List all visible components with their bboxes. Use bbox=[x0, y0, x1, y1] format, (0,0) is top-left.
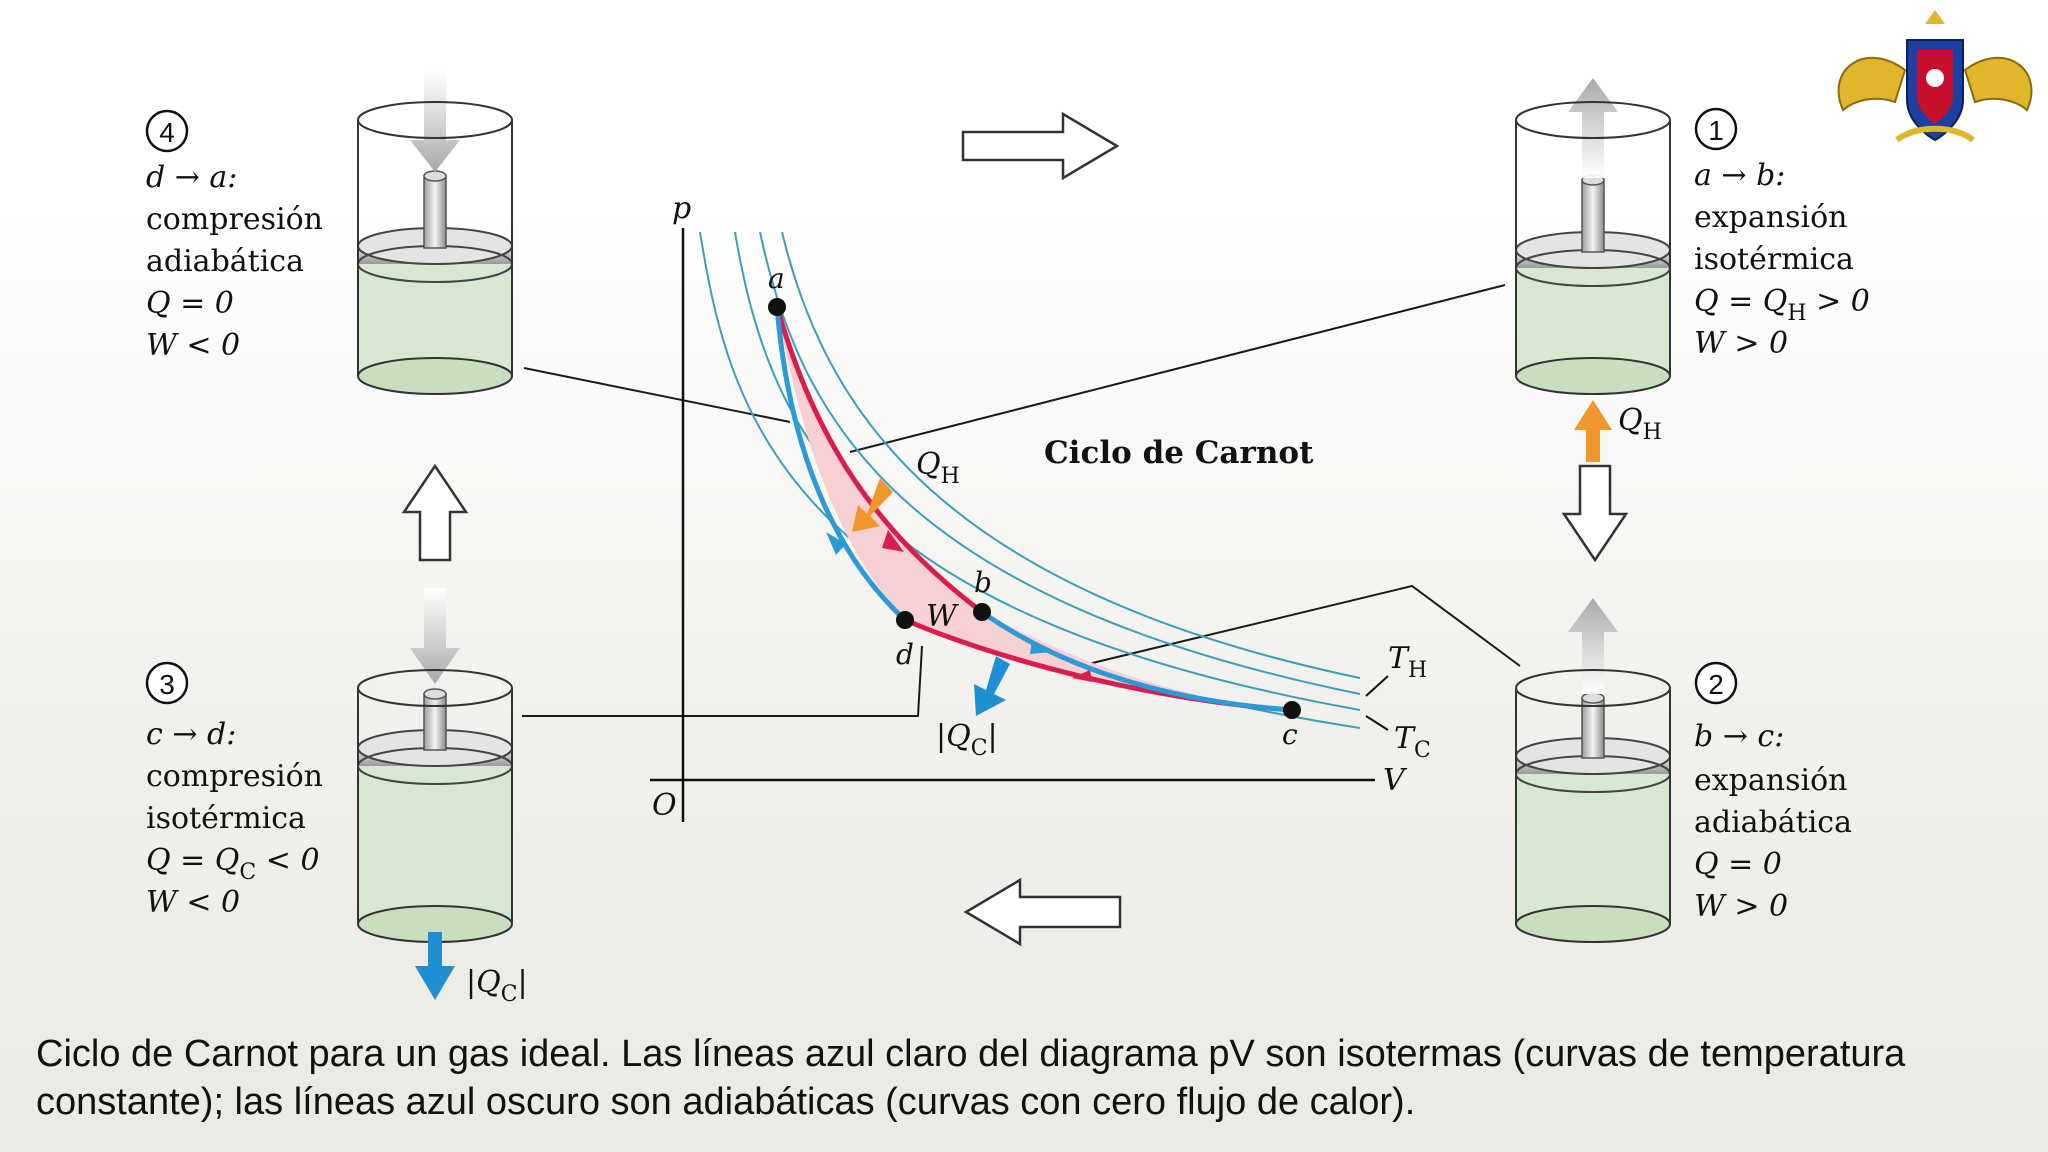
v-axis-label: V bbox=[1383, 763, 1408, 798]
leader-lines bbox=[522, 284, 1521, 717]
arrow-up-icon bbox=[401, 463, 469, 562]
stage-3-line2: isotérmica bbox=[146, 801, 306, 836]
stage-3-heat-label: |QC| bbox=[466, 965, 528, 1007]
point-c bbox=[1283, 701, 1301, 719]
stage-3-heat: Q = QC < 0 bbox=[146, 843, 320, 885]
diagram-title: Ciclo de Carnot bbox=[1044, 435, 1314, 471]
stage-4-heat: Q = 0 bbox=[146, 286, 234, 321]
adiabat-compression-path bbox=[774, 306, 907, 622]
stage-4-line1: compresión bbox=[146, 202, 323, 237]
figure-caption: Ciclo de Carnot para un gas ideal. Las l… bbox=[36, 1030, 2016, 1126]
arrow-left-icon bbox=[963, 877, 1122, 947]
cylinder-stage-2 bbox=[1515, 598, 1671, 943]
adiabat-expansion-path bbox=[980, 609, 1293, 713]
point-b bbox=[973, 603, 991, 621]
stage-2-line1: expansión bbox=[1694, 763, 1847, 798]
heat-out-stage3-arrow-icon bbox=[415, 932, 455, 1000]
stage-2-work: W > 0 bbox=[1694, 889, 1788, 924]
stage-1-work: W > 0 bbox=[1694, 326, 1788, 361]
cold-isotherm-label: TC bbox=[1394, 721, 1431, 763]
stage-2-heat: Q = 0 bbox=[1694, 847, 1782, 882]
point-c-label: c bbox=[1282, 718, 1298, 751]
isotherm-hot-path bbox=[774, 306, 984, 614]
university-crest-icon bbox=[1837, 10, 2033, 143]
direction-arrow-cd bbox=[1072, 670, 1092, 682]
stage-3-work: W < 0 bbox=[146, 885, 240, 920]
cylinder-stage-3 bbox=[357, 588, 513, 1000]
arrow-down-icon bbox=[1561, 464, 1629, 563]
stage-3-label: 3 c → d: compresión isotérmica Q = QC < … bbox=[145, 661, 323, 920]
heat-in-label: QH bbox=[916, 447, 960, 489]
caption-line-1: Ciclo de Carnot para un gas ideal. Las l… bbox=[36, 1033, 1906, 1075]
stage-1-process: a → b: bbox=[1694, 158, 1785, 193]
stage-4-label: 4 d → a: compresión adiabática Q = 0 W <… bbox=[145, 109, 323, 363]
heat-out-arrow-icon bbox=[974, 656, 1010, 716]
stage-1-line1: expansión bbox=[1694, 200, 1847, 235]
point-a bbox=[768, 298, 786, 316]
stage-1-heat: Q = QH > 0 bbox=[1694, 284, 1870, 326]
cycle-area bbox=[777, 307, 1292, 710]
stage-1-line2: isotérmica bbox=[1694, 242, 1854, 277]
direction-arrow-bc bbox=[1030, 640, 1052, 654]
stage-2-label: 2 b → c: expansión adiabática Q = 0 W > … bbox=[1694, 661, 1852, 924]
stage-2-number: 2 bbox=[1708, 669, 1724, 700]
stage-2-process: b → c: bbox=[1694, 719, 1784, 754]
pv-diagram: p V O TH TC a b c bbox=[650, 191, 1431, 823]
heat-in-stage1-arrow-icon bbox=[1574, 400, 1612, 462]
hot-isotherm-label: TH bbox=[1388, 641, 1427, 683]
stage-4-line2: adiabática bbox=[146, 244, 304, 279]
point-d-label: d bbox=[896, 638, 914, 671]
stage-4-process: d → a: bbox=[146, 160, 237, 195]
stage-4-number: 4 bbox=[159, 117, 175, 148]
origin-label: O bbox=[652, 788, 677, 823]
stage-1-label: 1 a → b: expansión isotérmica Q = QH > 0… bbox=[1694, 107, 1870, 361]
stage-3-line1: compresión bbox=[146, 759, 323, 794]
stage-1-number: 1 bbox=[1708, 115, 1724, 146]
heat-out-label: |QC| bbox=[936, 719, 998, 761]
stage-4-work: W < 0 bbox=[146, 328, 240, 363]
point-a-label: a bbox=[768, 262, 785, 295]
point-d bbox=[896, 611, 914, 629]
cylinder-stage-1 bbox=[1515, 78, 1671, 462]
direction-arrow-ab bbox=[882, 530, 904, 552]
stage-2-line2: adiabática bbox=[1694, 805, 1852, 840]
stage-3-process: c → d: bbox=[146, 717, 236, 752]
caption-line-2: constante); las líneas azul oscuro son a… bbox=[36, 1081, 1416, 1123]
point-b-label: b bbox=[974, 566, 992, 599]
work-label: W bbox=[926, 599, 959, 634]
p-axis-label: p bbox=[672, 191, 691, 226]
arrow-right-icon bbox=[961, 111, 1120, 181]
stage-3-number: 3 bbox=[159, 669, 175, 700]
stage-1-heat-label: QH bbox=[1618, 403, 1662, 445]
heat-in-arrow-icon bbox=[852, 478, 893, 532]
cylinder-stage-4 bbox=[357, 70, 513, 395]
direction-arrow-da bbox=[826, 532, 846, 555]
